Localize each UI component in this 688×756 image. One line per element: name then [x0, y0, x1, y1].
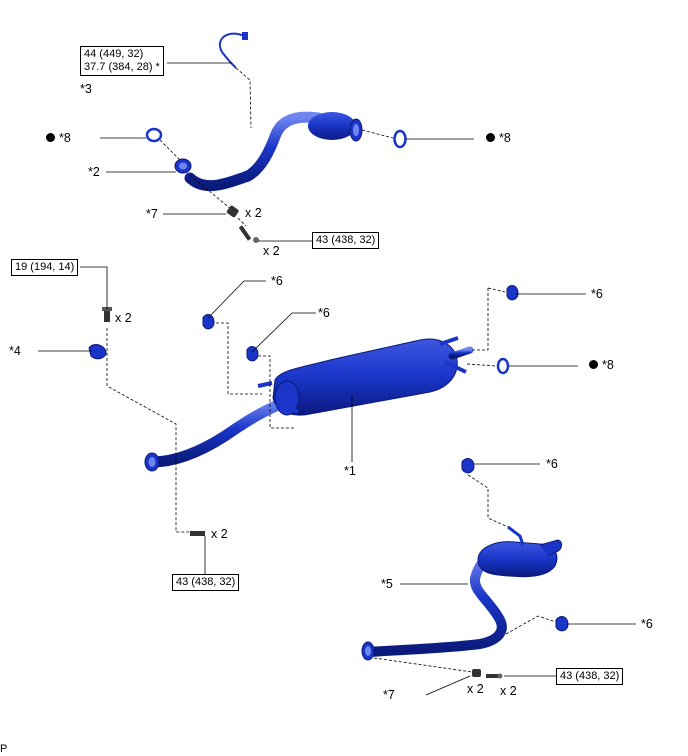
bolt-icon — [486, 674, 500, 678]
torque-value: 43 (438, 32) — [176, 576, 236, 588]
torque-value: 44 (449, 32) — [84, 48, 144, 60]
callout-7-top: *7 — [146, 207, 158, 221]
qty-label: x 2 — [115, 311, 132, 325]
nut-icon — [472, 669, 481, 677]
callout-7-bottom: *7 — [383, 688, 395, 702]
hanger-rubber-d — [461, 458, 475, 474]
torque-value: 19 (194, 14) — [15, 261, 75, 273]
gasket-left — [145, 127, 163, 143]
callout-8-left: *8 — [46, 131, 71, 145]
middle-leader-lines — [38, 266, 586, 575]
callout-6-c: *6 — [591, 287, 603, 301]
callout-5: *5 — [381, 577, 393, 591]
tail-pipe — [363, 549, 507, 657]
main-muffler — [272, 338, 458, 416]
hanger-rubber-e — [555, 616, 569, 632]
bottom-leader-lines — [400, 463, 636, 696]
callout-2: *2 — [88, 165, 100, 179]
callout-6-a: *6 — [271, 274, 283, 288]
qty-label: x 2 — [500, 684, 517, 698]
footer-letter: P — [0, 743, 8, 755]
hanger-rubber-4 — [88, 344, 107, 360]
torque-box-bottom: 43 (438, 32) — [556, 668, 624, 685]
callout-6-b: *6 — [318, 306, 330, 320]
nut-icon — [226, 205, 239, 218]
callout-6-e: *6 — [641, 617, 653, 631]
callout-text: *8 — [602, 358, 614, 372]
callout-8-mid: *8 — [589, 358, 614, 372]
center-exhaust-assembly — [88, 285, 519, 536]
hanger-rubber-a — [202, 314, 215, 330]
callout-text: *8 — [499, 131, 511, 145]
torque-value: 37.7 (384, 28) * — [84, 61, 160, 73]
callout-1: *1 — [344, 464, 356, 478]
torque-box-top: 44 (449, 32) 37.7 (384, 28) * — [80, 46, 164, 76]
front-pipe-assembly — [145, 32, 407, 243]
gasket-right — [393, 129, 407, 149]
callout-4: *4 — [9, 344, 21, 358]
hanger-rubber-c — [506, 285, 519, 301]
bullet-dot — [46, 132, 55, 142]
hanger-rubber-b — [246, 346, 259, 362]
center-pipe — [146, 396, 291, 468]
bullet-dot — [589, 359, 598, 369]
torque-box-left: 19 (194, 14) — [11, 259, 79, 276]
tail-pipe-assembly — [361, 458, 569, 679]
callout-3: *3 — [80, 82, 92, 96]
bolt-icon — [190, 531, 205, 536]
top-leader-lines — [100, 62, 474, 242]
gasket-mid — [496, 357, 510, 375]
qty-label: x 2 — [467, 682, 484, 696]
torque-box-clamp: 43 (438, 32) — [312, 232, 380, 249]
bolt-icon — [104, 309, 110, 322]
bullet-dot — [486, 132, 495, 142]
oxygen-sensor-wire — [219, 32, 247, 69]
tail-converter — [477, 541, 558, 578]
qty-label: x 2 — [263, 244, 280, 258]
callout-text: *8 — [59, 131, 71, 145]
bolt-icon — [238, 225, 252, 241]
callout-6-d: *6 — [546, 457, 558, 471]
front-pipe — [184, 111, 324, 192]
torque-value: 43 (438, 32) — [316, 234, 376, 246]
callout-8-right: *8 — [486, 131, 511, 145]
torque-box-mid: 43 (438, 32) — [172, 574, 240, 591]
qty-label: x 2 — [211, 527, 228, 541]
torque-value: 43 (438, 32) — [560, 670, 620, 682]
qty-label: x 2 — [245, 206, 262, 220]
